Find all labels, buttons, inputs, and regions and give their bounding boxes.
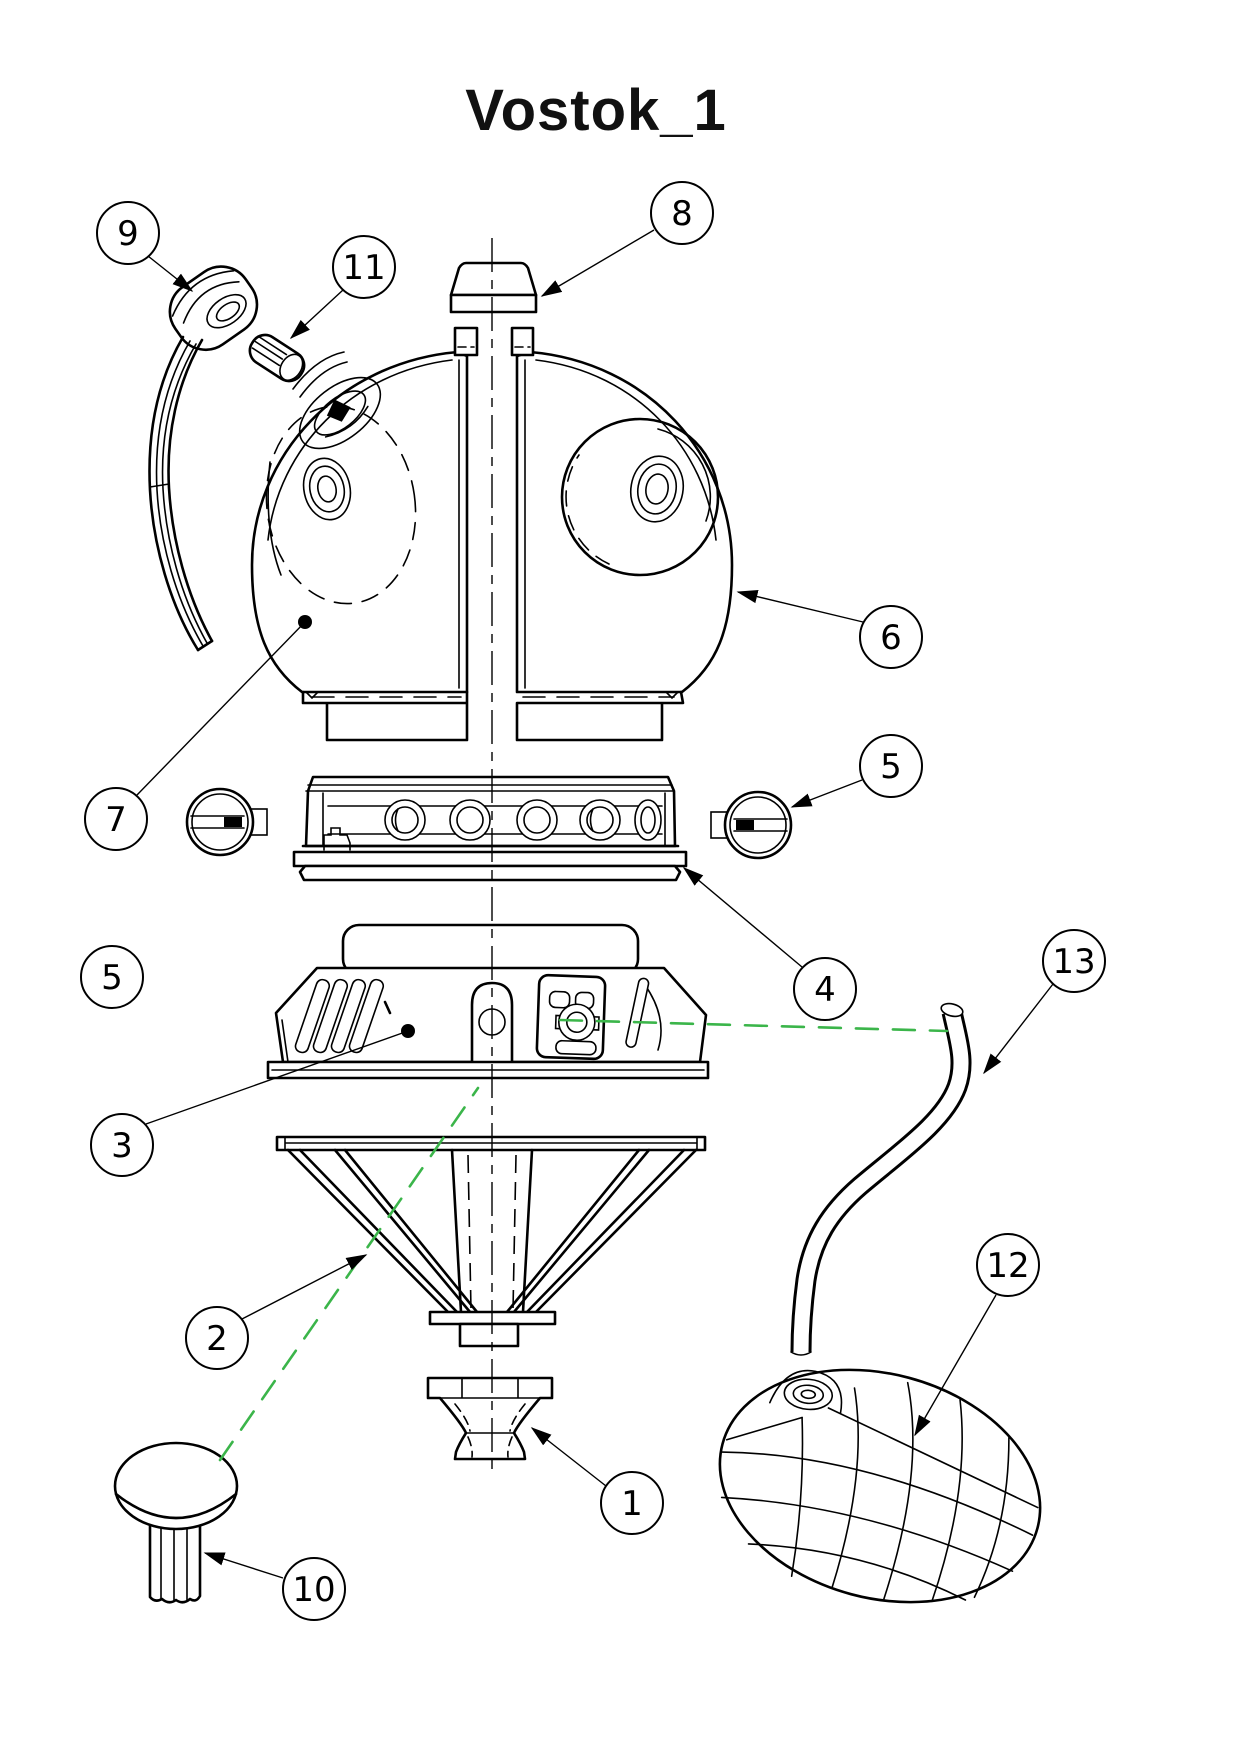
top-cap xyxy=(449,261,538,314)
leader-7 xyxy=(136,621,306,796)
descent-sphere-right-half xyxy=(515,350,734,742)
svg-text:2: 2 xyxy=(206,1319,228,1359)
callout-1: 1 xyxy=(600,1471,664,1535)
hatch-ring xyxy=(298,376,382,450)
leader-8 xyxy=(540,229,655,297)
leader-10 xyxy=(203,1552,284,1579)
leader-4 xyxy=(682,867,803,968)
pivot-fitting-right xyxy=(710,790,793,860)
mesh-dome xyxy=(718,1368,1042,1604)
callout-3: 3 xyxy=(90,1113,154,1177)
assembly-guide-line-horizontal xyxy=(558,1018,949,1033)
leader-5-right xyxy=(790,779,863,808)
leader-3 xyxy=(145,1030,409,1125)
svg-text:3: 3 xyxy=(111,1126,133,1166)
callout-2: 2 xyxy=(185,1306,249,1370)
support-cone xyxy=(275,1135,707,1348)
bent-tube xyxy=(790,1002,972,1356)
sphere-top-posts xyxy=(453,326,535,357)
instrument-module xyxy=(266,923,710,1080)
leader-2 xyxy=(241,1254,368,1320)
svg-text:6: 6 xyxy=(880,618,902,658)
pivot-fitting-left xyxy=(185,787,268,857)
callout-8: 8 xyxy=(650,181,714,245)
leader-12 xyxy=(914,1294,997,1437)
callout-13: 13 xyxy=(1042,929,1106,993)
callout-4: 4 xyxy=(793,957,857,1021)
callout-12: 12 xyxy=(976,1233,1040,1297)
svg-text:5: 5 xyxy=(880,747,902,787)
callout-9: 9 xyxy=(96,201,160,265)
svg-text:5: 5 xyxy=(101,958,123,998)
svg-text:12: 12 xyxy=(986,1246,1029,1286)
svg-text:9: 9 xyxy=(117,214,139,254)
leader-1 xyxy=(530,1427,607,1487)
page-title: Vostok_1 xyxy=(465,78,727,143)
antenna-strap xyxy=(148,265,259,652)
nozzle xyxy=(426,1376,554,1461)
callout-11: 11 xyxy=(332,235,396,299)
mushroom-plug xyxy=(113,1441,239,1604)
svg-text:1: 1 xyxy=(621,1484,643,1524)
svg-text:8: 8 xyxy=(671,194,693,234)
callout-5-left: 5 xyxy=(80,945,144,1009)
svg-text:10: 10 xyxy=(292,1570,335,1610)
svg-text:13: 13 xyxy=(1052,942,1095,982)
leader-6 xyxy=(736,589,864,623)
leader-9 xyxy=(147,255,194,292)
svg-text:11: 11 xyxy=(342,248,385,288)
leader-13 xyxy=(983,983,1054,1075)
equipment-ring xyxy=(292,775,688,882)
descent-sphere-left-half xyxy=(250,350,469,742)
callout-7: 7 xyxy=(84,787,148,851)
svg-text:7: 7 xyxy=(105,800,127,840)
callout-10: 10 xyxy=(282,1557,346,1621)
leader-7-dot xyxy=(298,615,312,629)
svg-text:4: 4 xyxy=(814,970,836,1010)
knurled-pin xyxy=(248,333,306,383)
leader-11 xyxy=(289,289,344,340)
callout-6: 6 xyxy=(859,605,923,669)
leader-3-dot xyxy=(401,1024,415,1038)
callout-5-right: 5 xyxy=(859,734,923,798)
assembly-guide-line-diagonal xyxy=(218,1086,480,1462)
